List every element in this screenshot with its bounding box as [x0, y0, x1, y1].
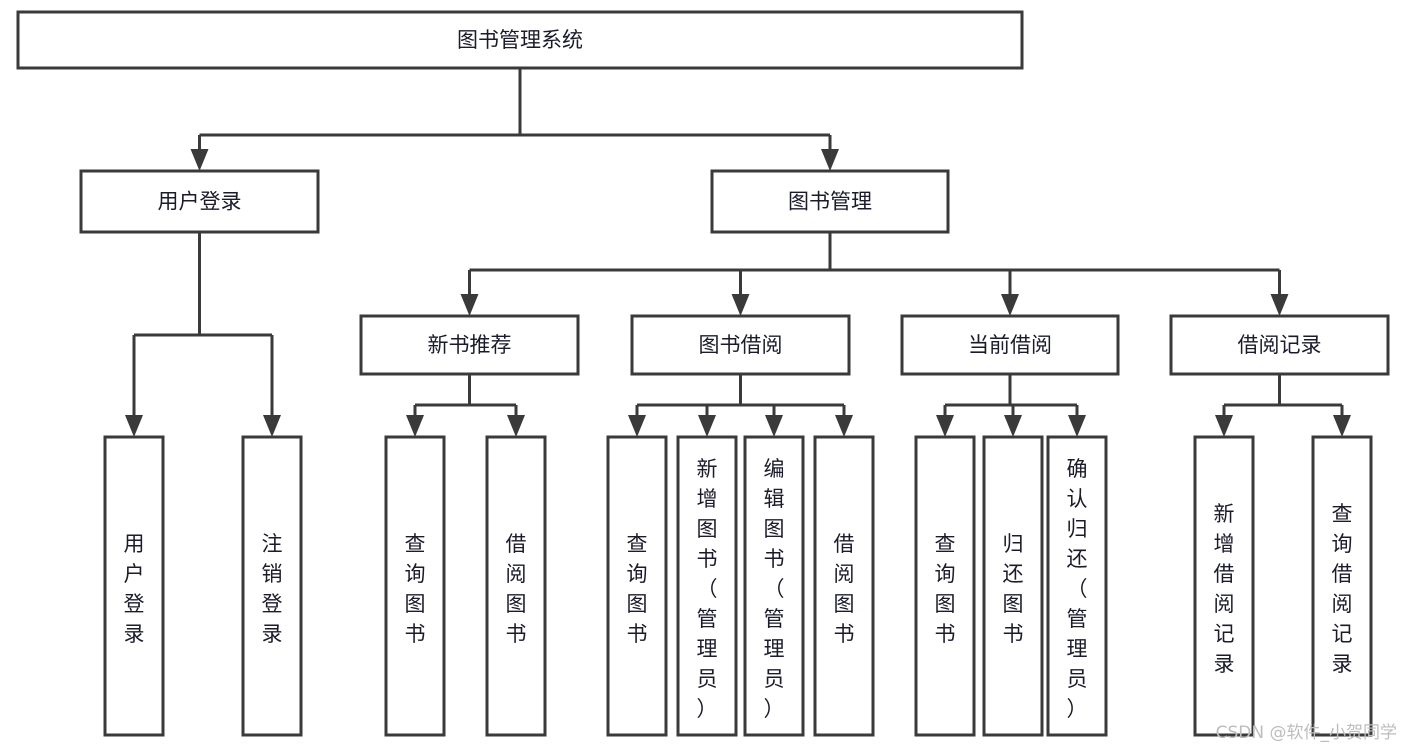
node-label-vertical: 借阅图书	[506, 532, 527, 646]
current-borrow-fanout-branch-1-arrowhead	[1004, 415, 1022, 437]
node-box	[16, 10, 1024, 70]
node-box	[630, 314, 851, 376]
csdn-watermark: CSDN @软件_小贺同学	[1215, 723, 1397, 743]
node-box	[103, 435, 165, 737]
current-borrow-fanout-branch-2-arrowhead	[1068, 415, 1086, 437]
node-label-vertical: 查询借阅记录	[1332, 502, 1353, 676]
user-login-fanout-branch-1-arrowhead	[263, 415, 281, 437]
node-box	[1169, 314, 1390, 376]
leaf-node-leaf-query-book-2[interactable]: 查询图书	[606, 435, 668, 737]
leaf-node-leaf-add-record[interactable]: 新增借阅记录	[1193, 435, 1255, 737]
node-label-vertical: 新增借阅记录	[1214, 502, 1235, 676]
node-box	[606, 435, 668, 737]
book-borrow-fanout-branch-2-arrowhead	[765, 415, 783, 437]
level1-node-user-login[interactable]: 用户登录	[79, 169, 320, 234]
level2-node-borrow-record[interactable]: 借阅记录	[1169, 314, 1390, 376]
node-box	[710, 169, 950, 234]
book-manage-fanout-branch-1-arrowhead	[731, 294, 750, 316]
current-borrow-fanout-branch-0-arrowhead	[936, 415, 954, 437]
node-label-vertical: 查询图书	[405, 532, 426, 646]
node-box	[982, 435, 1044, 737]
root-node-root[interactable]: 图书管理系统	[16, 10, 1024, 70]
book-borrow-fanout-branch-1-arrowhead	[698, 415, 716, 437]
book-borrow-fanout-branch-3-arrowhead	[835, 415, 853, 437]
root-fanout-branch-0-arrowhead	[190, 149, 209, 171]
node-box	[241, 435, 303, 737]
new-book-rec-fanout-branch-1-arrowhead	[507, 415, 525, 437]
node-label: 图书管理	[788, 190, 872, 214]
node-label: 用户登录	[158, 190, 242, 214]
node-box	[1193, 435, 1255, 737]
leaf-node-leaf-user-logout[interactable]: 注销登录	[241, 435, 303, 737]
node-label-vertical: 借阅图书	[834, 532, 855, 646]
leaf-node-leaf-user-login[interactable]: 用户登录	[103, 435, 165, 737]
diagram-nodes: 图书管理系统用户登录图书管理新书推荐图书借阅当前借阅借阅记录用户登录注销登录查询…	[16, 10, 1390, 737]
node-label-vertical: 归还图书	[1003, 532, 1024, 646]
borrow-record-fanout-branch-1-arrowhead	[1333, 415, 1351, 437]
node-box	[914, 435, 976, 737]
leaf-node-leaf-query-book-3[interactable]: 查询图书	[914, 435, 976, 737]
node-box	[1311, 435, 1373, 737]
node-label-vertical: 新增图书（管理员）	[697, 457, 718, 721]
level2-node-current-borrow[interactable]: 当前借阅	[900, 314, 1120, 376]
book-borrow-fanout-branch-0-arrowhead	[628, 415, 646, 437]
node-box	[900, 314, 1120, 376]
node-label: 图书借阅	[699, 333, 783, 357]
node-box	[676, 435, 738, 737]
leaf-node-leaf-query-book-1[interactable]: 查询图书	[384, 435, 446, 737]
book-manage-fanout-branch-0-arrowhead	[460, 294, 479, 316]
node-label: 借阅记录	[1238, 333, 1322, 357]
leaf-node-leaf-return-book[interactable]: 归还图书	[982, 435, 1044, 737]
node-label-vertical: 查询图书	[627, 532, 648, 646]
connector-lines	[125, 68, 1351, 437]
node-label: 图书管理系统	[457, 28, 583, 52]
node-label-vertical: 编辑图书（管理员）	[764, 457, 785, 721]
node-box	[1046, 435, 1108, 737]
new-book-rec-fanout-branch-0-arrowhead	[406, 415, 424, 437]
node-box	[485, 435, 547, 737]
node-label-vertical: 用户登录	[124, 532, 145, 646]
node-label-vertical: 注销登录	[262, 532, 283, 646]
node-box	[359, 314, 580, 376]
root-fanout-branch-1-arrowhead	[821, 149, 839, 171]
node-label-vertical: 查询图书	[935, 532, 956, 646]
user-login-fanout-branch-0-arrowhead	[125, 415, 143, 437]
leaf-node-leaf-borrow-book-1[interactable]: 借阅图书	[485, 435, 547, 737]
level1-node-book-manage[interactable]: 图书管理	[710, 169, 950, 234]
node-box	[813, 435, 875, 737]
level2-node-new-book-rec[interactable]: 新书推荐	[359, 314, 580, 376]
leaf-node-leaf-borrow-book-2[interactable]: 借阅图书	[813, 435, 875, 737]
node-box	[384, 435, 446, 737]
leaf-node-leaf-confirm-return[interactable]: 确认归还（管理员）	[1046, 435, 1108, 737]
node-label: 当前借阅	[968, 333, 1052, 357]
leaf-node-leaf-edit-book[interactable]: 编辑图书（管理员）	[743, 435, 805, 737]
leaf-node-leaf-add-book[interactable]: 新增图书（管理员）	[676, 435, 738, 737]
node-box	[79, 169, 320, 234]
node-label-vertical: 确认归还（管理员）	[1067, 457, 1088, 721]
book-manage-fanout-branch-2-arrowhead	[1001, 294, 1019, 316]
node-box	[743, 435, 805, 737]
level2-node-book-borrow[interactable]: 图书借阅	[630, 314, 851, 376]
book-manage-fanout-branch-3-arrowhead	[1270, 294, 1289, 316]
borrow-record-fanout-branch-0-arrowhead	[1215, 415, 1233, 437]
leaf-node-leaf-query-record[interactable]: 查询借阅记录	[1311, 435, 1373, 737]
node-label: 新书推荐	[428, 333, 512, 357]
